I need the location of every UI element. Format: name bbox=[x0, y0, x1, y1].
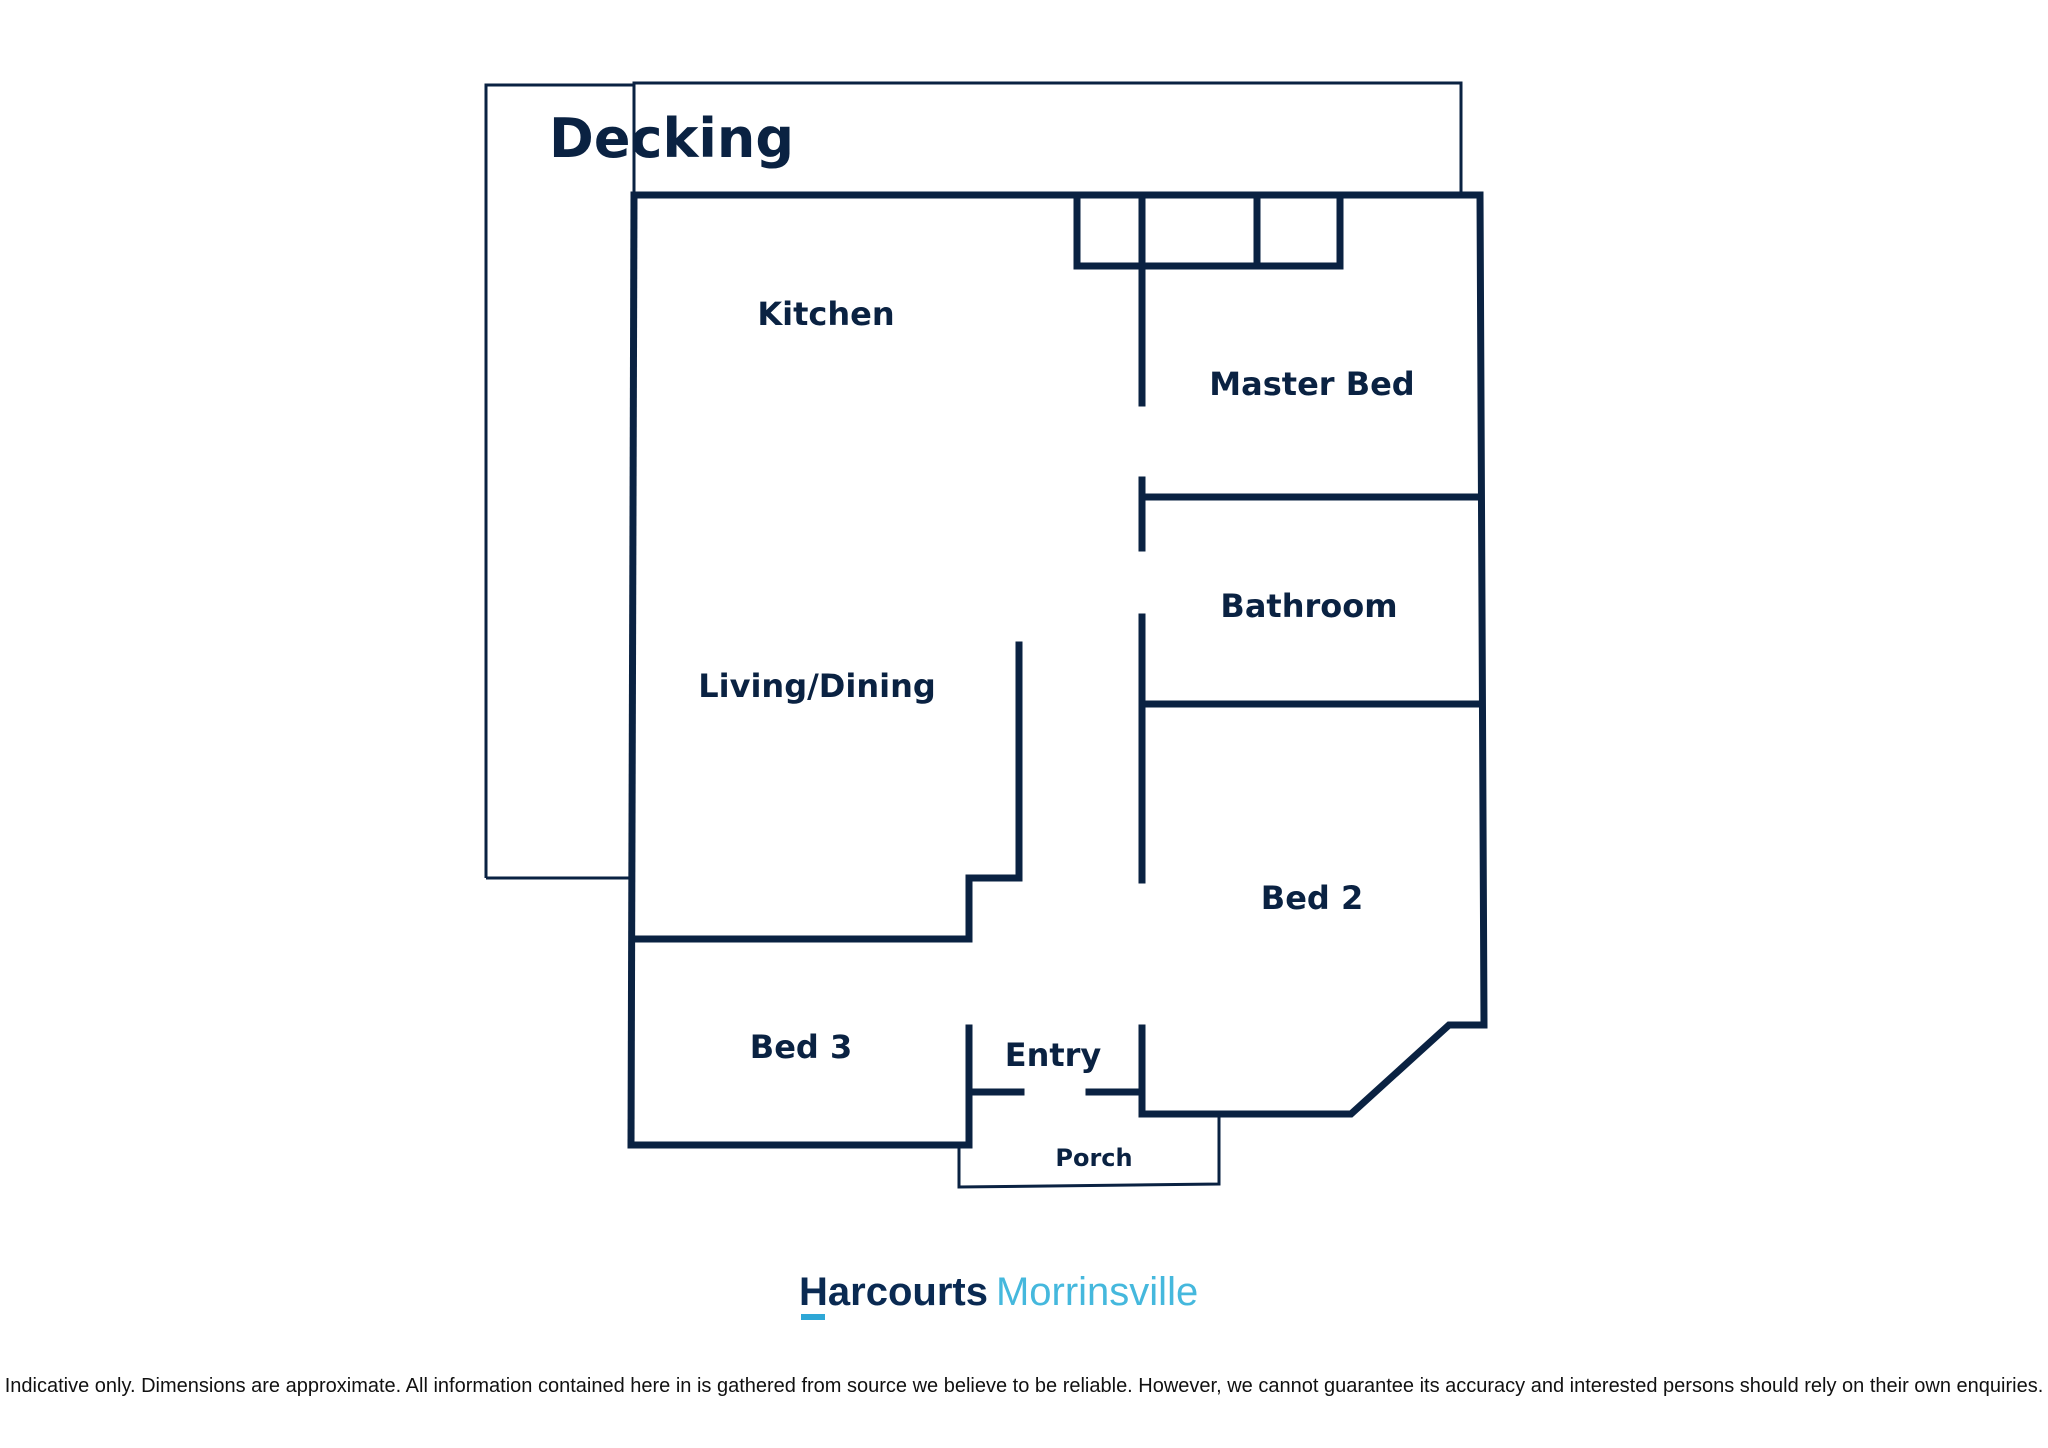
label-master-bed: Master Bed bbox=[1209, 365, 1414, 403]
label-kitchen: Kitchen bbox=[757, 295, 894, 333]
walls bbox=[627, 191, 1488, 1149]
label-porch: Porch bbox=[1055, 1144, 1132, 1172]
label-bed2: Bed 2 bbox=[1261, 879, 1363, 917]
disclaimer-text: Indicative only. Dimensions are approxim… bbox=[4, 1375, 2044, 1397]
brand-office: Morrinsville bbox=[995, 1270, 1199, 1314]
brand-name: Harcourts bbox=[799, 1270, 988, 1320]
decking-outline bbox=[484, 81, 1463, 880]
porch-outline bbox=[957, 1114, 1221, 1189]
label-bathroom: Bathroom bbox=[1220, 587, 1397, 625]
label-living-dining: Living/Dining bbox=[698, 667, 936, 705]
label-decking: Decking bbox=[549, 107, 794, 170]
label-bed3: Bed 3 bbox=[750, 1028, 852, 1066]
label-entry: Entry bbox=[1005, 1036, 1102, 1074]
